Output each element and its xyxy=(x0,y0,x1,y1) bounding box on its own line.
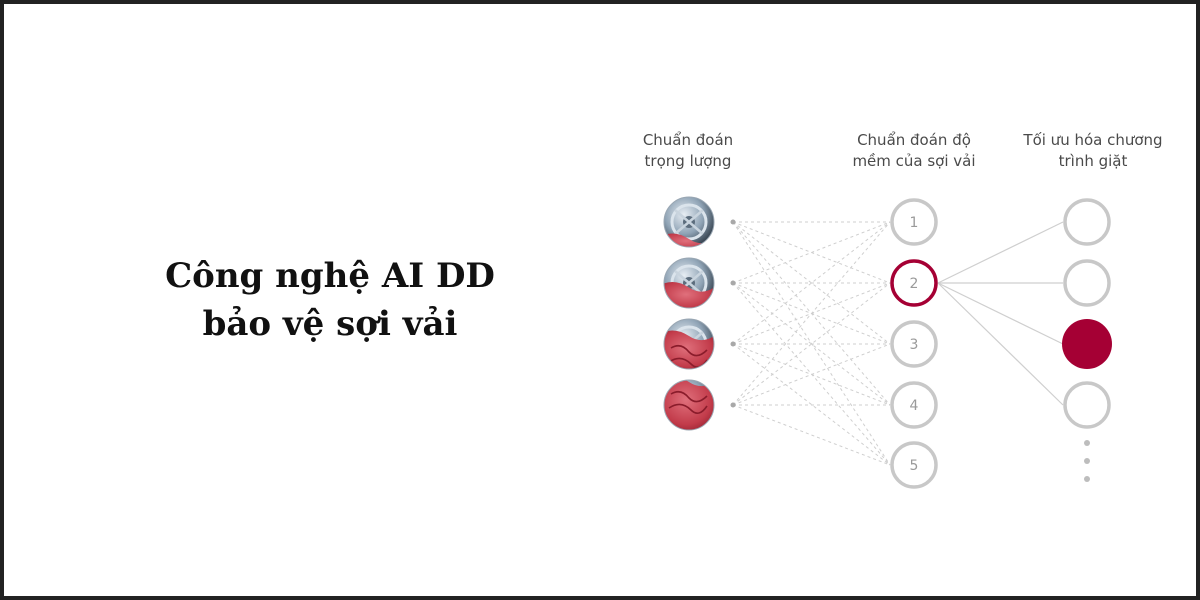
page-title: Công nghệ AI DD bảo vệ sợi vải xyxy=(110,252,550,348)
output-dot xyxy=(730,219,736,225)
links-softness-to-program xyxy=(937,221,1064,406)
more-programs-ellipsis xyxy=(1084,440,1090,482)
softness-node-label: 5 xyxy=(910,458,919,474)
output-dot xyxy=(730,341,736,347)
column-header-softness: Chuẩn đoán độ mềm của sợi vải xyxy=(824,130,1004,172)
softness-node-5: 5 xyxy=(890,441,938,489)
link-load-3-softness-0 xyxy=(732,221,891,406)
softness-node-label: 1 xyxy=(910,215,919,231)
column-header-weight-line-2: trọng lượng xyxy=(644,152,732,170)
program-node-selected xyxy=(1062,319,1112,369)
laundry-load-2-icon xyxy=(663,257,736,309)
output-dot xyxy=(730,280,736,286)
ellipsis-dot-1 xyxy=(1084,440,1090,446)
softness-node-2: 2 xyxy=(890,259,938,307)
links-input-to-softness xyxy=(732,221,891,466)
link-softness-to-program-3 xyxy=(937,282,1064,406)
column-header-softness-line-2: mềm của sợi vải xyxy=(852,152,976,170)
softness-node-1: 1 xyxy=(890,198,938,246)
program-node-1 xyxy=(1063,198,1111,246)
link-load-3-softness-4 xyxy=(732,404,891,466)
title-line-2: bảo vệ sợi vải xyxy=(202,304,458,344)
ellipsis-dot-3 xyxy=(1084,476,1090,482)
softness-node-4: 4 xyxy=(890,381,938,429)
column-header-weight: Chuẩn đoán trọng lượng xyxy=(598,130,778,172)
column-header-softness-line-1: Chuẩn đoán độ xyxy=(857,131,971,149)
link-load-1-softness-0 xyxy=(732,221,891,284)
program-node-2 xyxy=(1063,259,1111,307)
softness-node-label: 2 xyxy=(910,276,919,292)
link-load-3-softness-2 xyxy=(732,343,891,406)
program-nodes xyxy=(1062,198,1112,429)
laundry-load-3-icon xyxy=(663,318,736,370)
column-header-weight-line-1: Chuẩn đoán xyxy=(642,131,734,149)
column-header-program-line-2: trình giặt xyxy=(1058,152,1128,170)
program-node-4 xyxy=(1063,381,1111,429)
link-softness-to-program-0 xyxy=(937,221,1064,284)
fabric-icon xyxy=(664,380,714,430)
softness-node-3: 3 xyxy=(890,320,938,368)
softness-node-label: 3 xyxy=(910,337,919,353)
column-header-program-line-1: Tối ưu hóa chương xyxy=(1023,131,1163,149)
laundry-load-4-icon xyxy=(663,379,736,431)
ellipsis-dot-2 xyxy=(1084,458,1090,464)
output-dot xyxy=(730,402,736,408)
softness-node-label: 4 xyxy=(910,398,919,414)
laundry-load-1-icon xyxy=(663,196,736,248)
softness-level-nodes: 1 2 3 4 5 xyxy=(890,198,938,489)
load-level-nodes xyxy=(663,196,736,431)
title-line-1: Công nghệ AI DD xyxy=(165,256,495,296)
fabric-icon xyxy=(664,233,714,247)
column-header-program: Tối ưu hóa chương trình giặt xyxy=(1003,130,1183,172)
link-softness-to-program-2 xyxy=(937,282,1064,345)
